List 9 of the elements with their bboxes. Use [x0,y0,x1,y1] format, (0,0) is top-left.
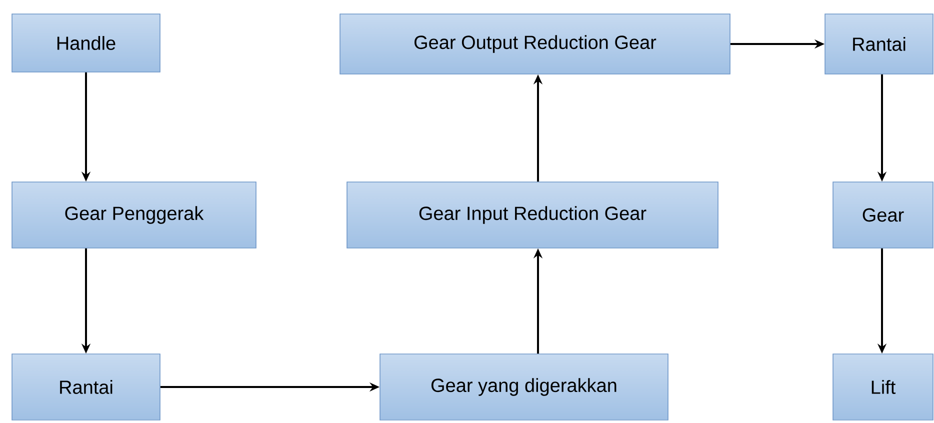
process-box: Gear Input Reduction Gear [346,182,718,248]
process-box: Rantai [824,14,934,74]
process-box: Gear Output Reduction Gear [340,14,730,74]
process-box: Gear [832,182,934,248]
process-box: Lift [832,354,934,420]
process-box: Gear Penggerak [12,182,256,248]
process-box: Handle [12,14,160,72]
process-box: Rantai [12,354,160,420]
process-box: Gear yang digerakkan [380,354,668,420]
